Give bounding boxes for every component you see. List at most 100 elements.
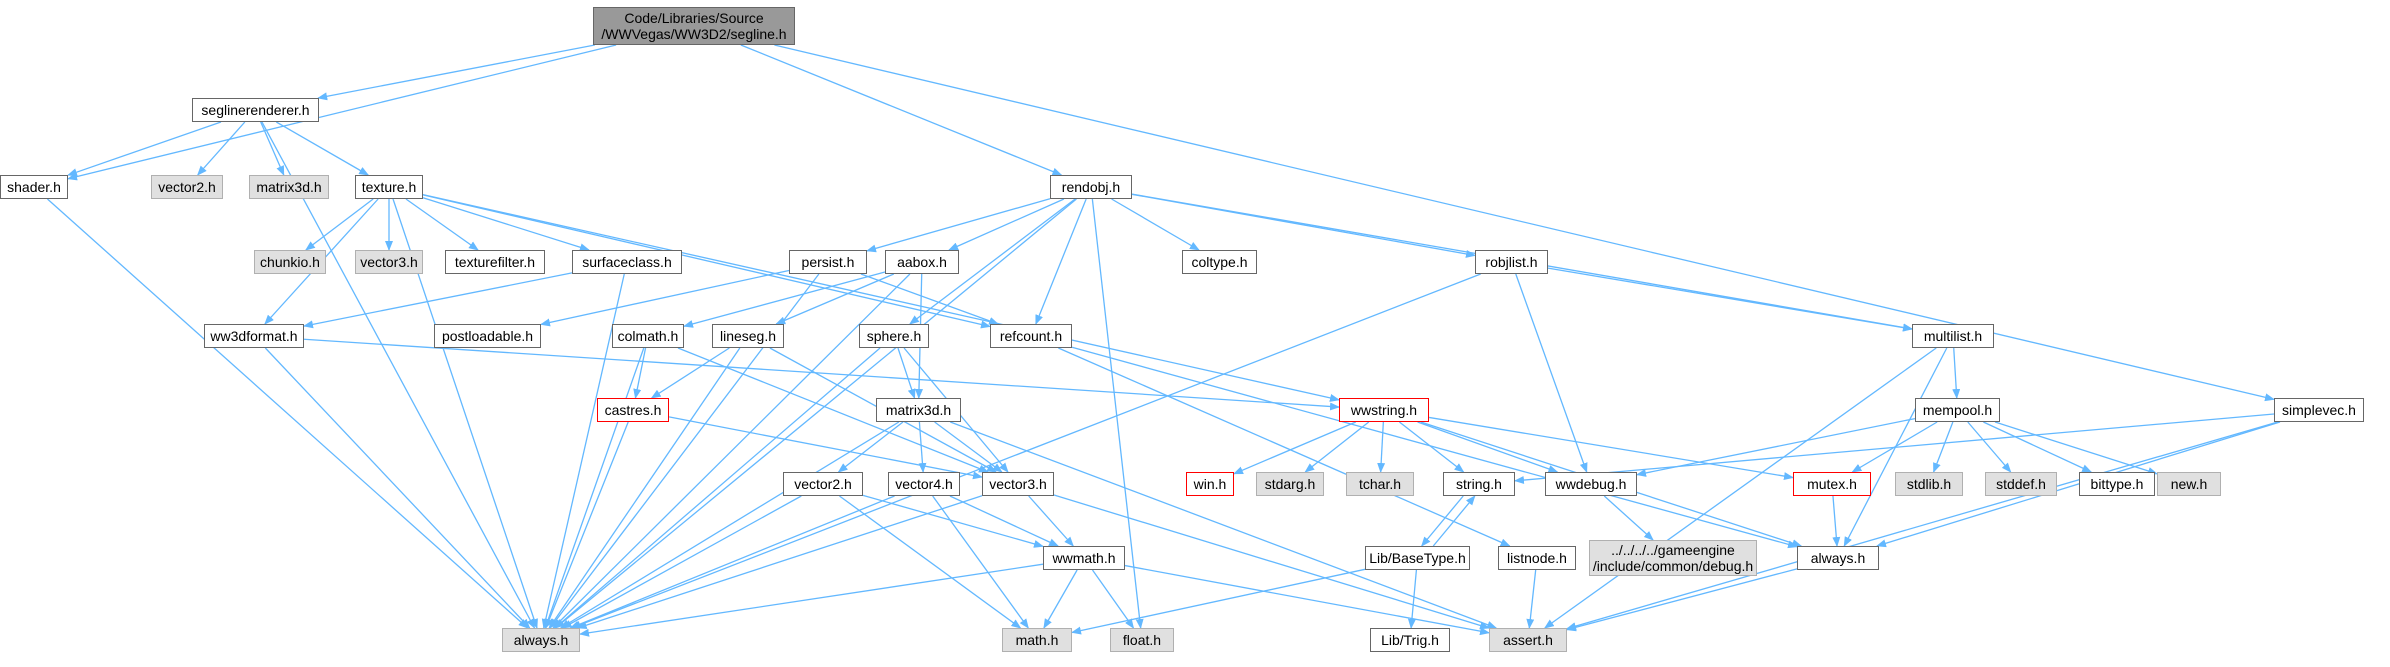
edge-segline-to-shader — [67, 44, 617, 181]
node-vector3-gray: vector3.h — [355, 250, 423, 274]
node-basetype[interactable]: Lib/BaseType.h — [1365, 546, 1470, 570]
node-win[interactable]: win.h — [1186, 472, 1234, 496]
node-math: math.h — [1002, 628, 1072, 652]
edge-persist-to-postloadable — [540, 269, 790, 327]
edge-colmath-to-always_gray — [544, 347, 645, 629]
edge-aabox-to-always_gray — [552, 273, 911, 629]
node-debug: ../../../../gameengine /include/common/d… — [1589, 540, 1757, 576]
edge-shader-to-always_gray — [46, 198, 529, 629]
node-matrix3d[interactable]: matrix3d.h — [876, 398, 961, 422]
edge-vector3-to-wwmath — [1028, 495, 1074, 547]
edge-ww3dformat-to-always_gray — [264, 347, 531, 629]
node-always-doc[interactable]: always.h — [1797, 546, 1879, 570]
edge-colmath-to-castres — [633, 347, 647, 399]
node-shader[interactable]: shader.h — [0, 175, 68, 199]
edge-aabox-to-colmath — [683, 271, 886, 328]
edge-simplevec-to-string — [1514, 413, 2275, 485]
edge-wwstring-to-mutex — [1428, 416, 1794, 481]
node-simplevec[interactable]: simplevec.h — [2274, 398, 2364, 422]
edge-basetype-to-string — [1432, 495, 1476, 547]
node-sphere[interactable]: sphere.h — [859, 324, 929, 348]
edge-wwmath-to-always_gray — [579, 563, 1044, 637]
node-texture[interactable]: texture.h — [355, 175, 423, 199]
node-rendobj[interactable]: rendobj.h — [1050, 175, 1132, 199]
node-aabox[interactable]: aabox.h — [885, 250, 959, 274]
edge-wwstring-to-win — [1233, 421, 1357, 475]
node-float: float.h — [1110, 628, 1174, 652]
edge-vector2-to-math — [839, 495, 1022, 629]
node-castres[interactable]: castres.h — [597, 398, 669, 422]
edge-seglinerenderer-to-texture — [275, 121, 370, 176]
node-persist[interactable]: persist.h — [789, 250, 867, 274]
edge-matrix3d-to-vector2 — [837, 421, 904, 473]
node-trig[interactable]: Lib/Trig.h — [1370, 628, 1450, 652]
node-wwstring[interactable]: wwstring.h — [1339, 398, 1429, 422]
node-texturefilter[interactable]: texturefilter.h — [445, 250, 545, 274]
edge-lineseg-to-castres — [650, 347, 730, 399]
node-wwdebug[interactable]: wwdebug.h — [1545, 472, 1637, 496]
edge-always_doc-to-assert — [1566, 568, 1798, 632]
edge-robjlist-to-wwdebug — [1515, 273, 1588, 473]
edge-simplevec-to-assert — [1566, 421, 2278, 630]
edge-rendobj-to-persist — [866, 198, 1051, 253]
edge-rendobj-to-coltype — [1111, 198, 1200, 251]
edge-matrix3d-to-always_gray — [559, 421, 900, 629]
edge-matrix3d-to-assert — [950, 421, 1498, 629]
node-colmath[interactable]: colmath.h — [612, 324, 684, 348]
edge-string-to-basetype — [1421, 495, 1464, 547]
edge-mempool-to-new — [1994, 421, 2158, 475]
edge-seglinerenderer-to-matrix3d_gray — [260, 121, 285, 176]
node-bittype[interactable]: bittype.h — [2079, 472, 2155, 496]
node-surfaceclass[interactable]: surfaceclass.h — [572, 250, 682, 274]
edge-lineseg-to-always_gray — [548, 347, 741, 629]
node-coltype[interactable]: coltype.h — [1182, 250, 1257, 274]
edge-texture-to-wwstring — [422, 193, 1340, 402]
node-mempool[interactable]: mempool.h — [1915, 398, 2000, 422]
node-ww3dformat[interactable]: ww3dformat.h — [204, 324, 304, 348]
edge-seglinerenderer-to-vector2_gray — [197, 121, 246, 176]
edge-rendobj-to-aabox — [948, 198, 1065, 251]
edge-texture-to-surfaceclass — [422, 197, 590, 252]
node-robjlist[interactable]: robjlist.h — [1475, 250, 1548, 274]
edge-wwstring-to-wwdebug — [1417, 421, 1559, 473]
edge-mempool-to-stdlib — [1933, 421, 1954, 473]
edge-vector3-to-always_gray — [576, 495, 983, 630]
edge-colmath-to-vector3 — [677, 347, 989, 473]
edge-sphere-to-matrix3d — [897, 347, 916, 399]
node-vector2[interactable]: vector2.h — [783, 472, 863, 496]
edge-sphere-to-always_gray — [554, 347, 881, 629]
edge-basetype-to-math — [1071, 568, 1366, 635]
edge-wwdebug-to-debug — [1603, 495, 1654, 541]
node-lineseg[interactable]: lineseg.h — [712, 324, 784, 348]
node-stdlib: stdlib.h — [1895, 472, 1963, 496]
node-refcount[interactable]: refcount.h — [990, 324, 1072, 348]
node-mutex[interactable]: mutex.h — [1793, 472, 1871, 496]
node-postloadable[interactable]: postloadable.h — [434, 324, 541, 348]
node-string[interactable]: string.h — [1443, 472, 1515, 496]
node-vector3[interactable]: vector3.h — [982, 472, 1054, 496]
node-tchar: tchar.h — [1346, 472, 1414, 496]
node-new: new.h — [2157, 472, 2221, 496]
edge-vector2-to-wwmath — [862, 494, 1044, 548]
edge-wwmath-to-float — [1091, 569, 1135, 629]
edge-wwmath-to-math — [1043, 569, 1078, 629]
edge-rendobj-to-refcount — [1035, 198, 1087, 325]
edge-robjlist-to-multilist — [1547, 267, 1913, 332]
node-seglinerenderer[interactable]: seglinerenderer.h — [192, 98, 319, 122]
edge-texture-to-texturefilter — [405, 198, 479, 251]
edge-vector4-to-wwmath — [949, 495, 1059, 547]
edge-seglinerenderer-to-shader — [67, 121, 222, 177]
edge-simplevec-to-always_doc — [1876, 421, 2281, 548]
node-wwmath[interactable]: wwmath.h — [1043, 546, 1125, 570]
node-multilist[interactable]: multilist.h — [1912, 324, 1994, 348]
edge-matrix3d-to-vector4 — [918, 421, 927, 473]
edge-multilist-to-mempool — [1952, 347, 1961, 399]
edge-mempool-to-bittype — [1983, 421, 2093, 473]
edge-wwstring-to-string — [1399, 421, 1465, 473]
edge-aabox-to-lineseg — [775, 273, 895, 325]
node-stdarg: stdarg.h — [1256, 472, 1324, 496]
node-vector4[interactable]: vector4.h — [888, 472, 960, 496]
edge-rendobj-to-always_gray — [554, 198, 1077, 629]
node-listnode[interactable]: listnode.h — [1498, 546, 1576, 570]
